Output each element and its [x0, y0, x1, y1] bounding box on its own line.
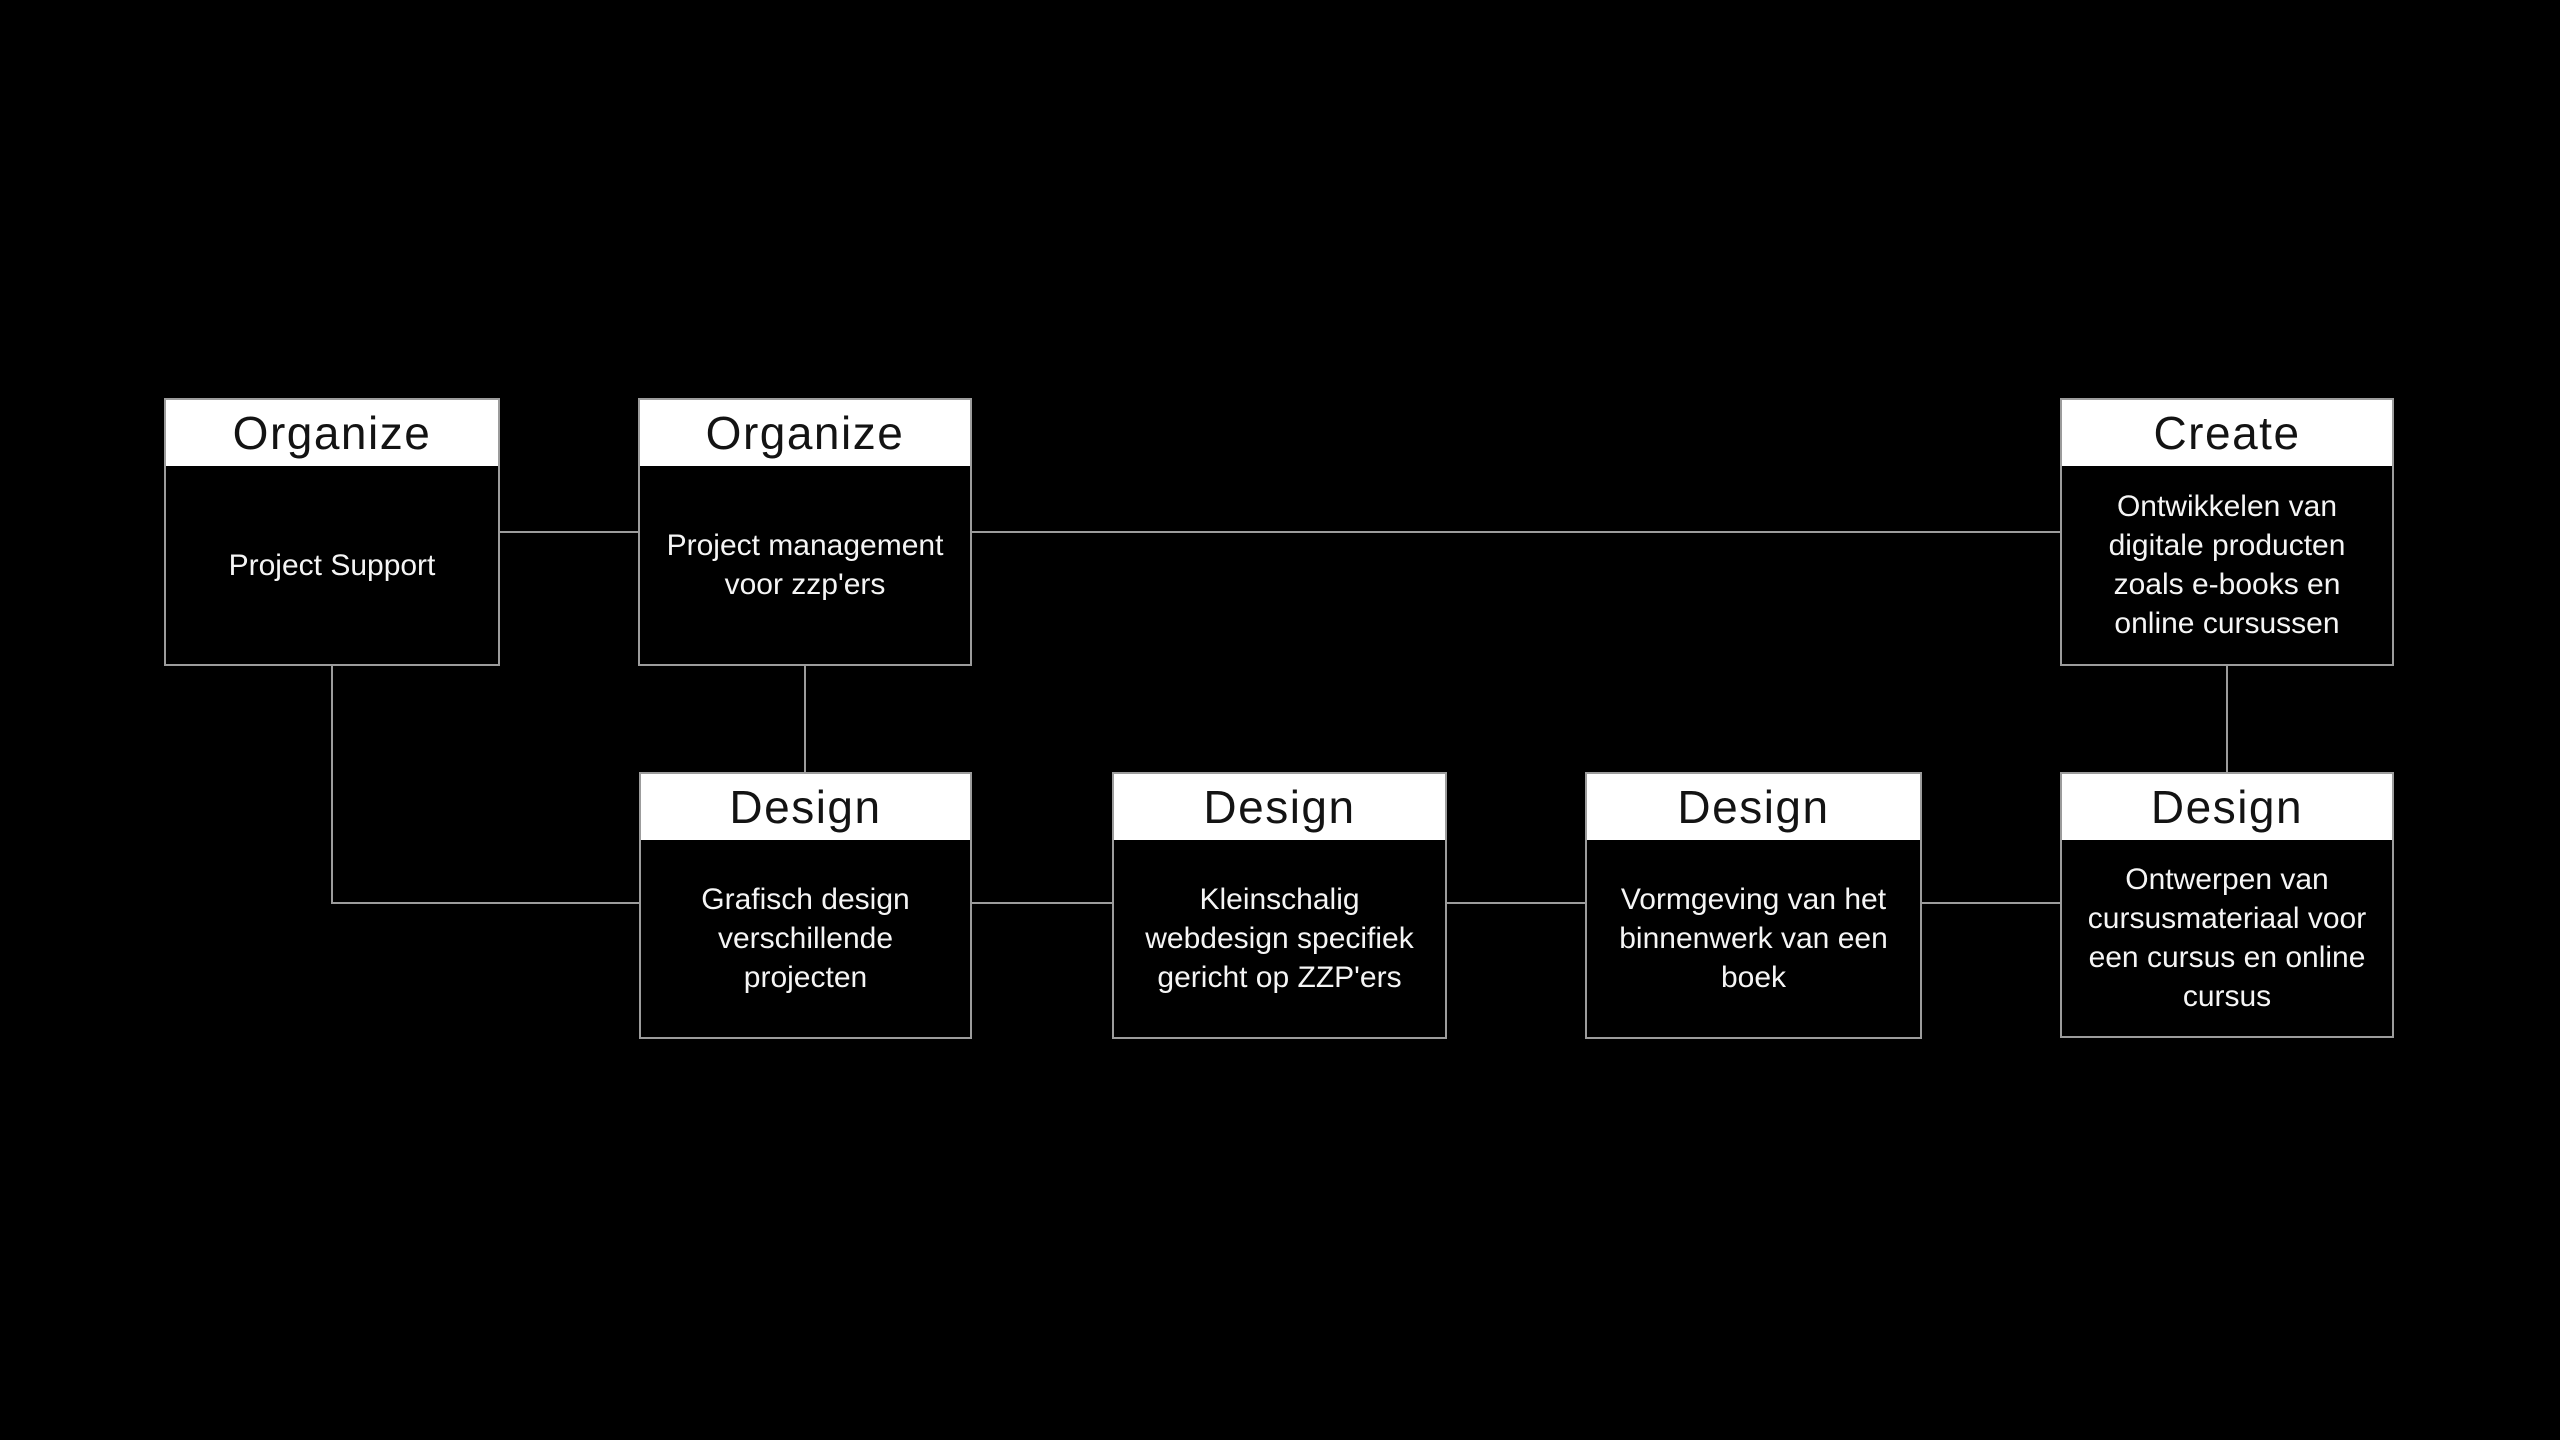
connector-binnenwerk-to-cursus — [1922, 902, 2060, 904]
node-category-header: Organize — [166, 400, 498, 466]
connector-support-to-grafisch-vertical — [331, 666, 333, 904]
connector-mgmt-to-create — [972, 531, 2060, 533]
connector-create-to-cursus — [2226, 666, 2228, 772]
node-label: Grafisch design verschillende projecten — [701, 883, 910, 994]
connector-support-to-grafisch-horizontal — [331, 902, 639, 904]
node-design-grafisch: Design Grafisch design verschillende pro… — [639, 772, 972, 1039]
connector-mgmt-to-grafisch — [804, 666, 806, 772]
node-category-header: Design — [1114, 774, 1445, 840]
connector-support-to-mgmt — [500, 531, 638, 533]
node-create-digitale-producten: Create Ontwikkelen van digitale producte… — [2060, 398, 2394, 666]
node-category-header: Design — [1587, 774, 1920, 840]
node-label: Ontwerpen van cursusmateriaal voor een c… — [2087, 863, 2367, 1013]
node-category-header: Design — [641, 774, 970, 840]
node-organize-project-support: Organize Project Support — [164, 398, 500, 666]
node-design-cursusmateriaal: Design Ontwerpen van cursusmateriaal voo… — [2060, 772, 2394, 1038]
node-design-binnenwerk: Design Vormgeving van het binnenwerk van… — [1585, 772, 1922, 1039]
node-design-webdesign: Design Kleinschalig webdesign specifiek … — [1112, 772, 1447, 1039]
node-organize-project-management: Organize Project management voor zzp'ers — [638, 398, 972, 666]
connector-webdesign-to-binnenwerk — [1447, 902, 1585, 904]
node-category-header: Design — [2062, 774, 2392, 840]
node-label: Kleinschalig webdesign specifiek gericht… — [1145, 883, 1414, 994]
connector-grafisch-to-webdesign — [972, 902, 1112, 904]
node-label: Vormgeving van het binnenwerk van een bo… — [1619, 883, 1888, 994]
node-label: Ontwikkelen van digitale producten zoals… — [2108, 490, 2346, 640]
node-label: Project management voor zzp'ers — [666, 529, 944, 601]
node-category-header: Organize — [640, 400, 970, 466]
node-category-header: Create — [2062, 400, 2392, 466]
node-label: Project Support — [228, 548, 436, 582]
